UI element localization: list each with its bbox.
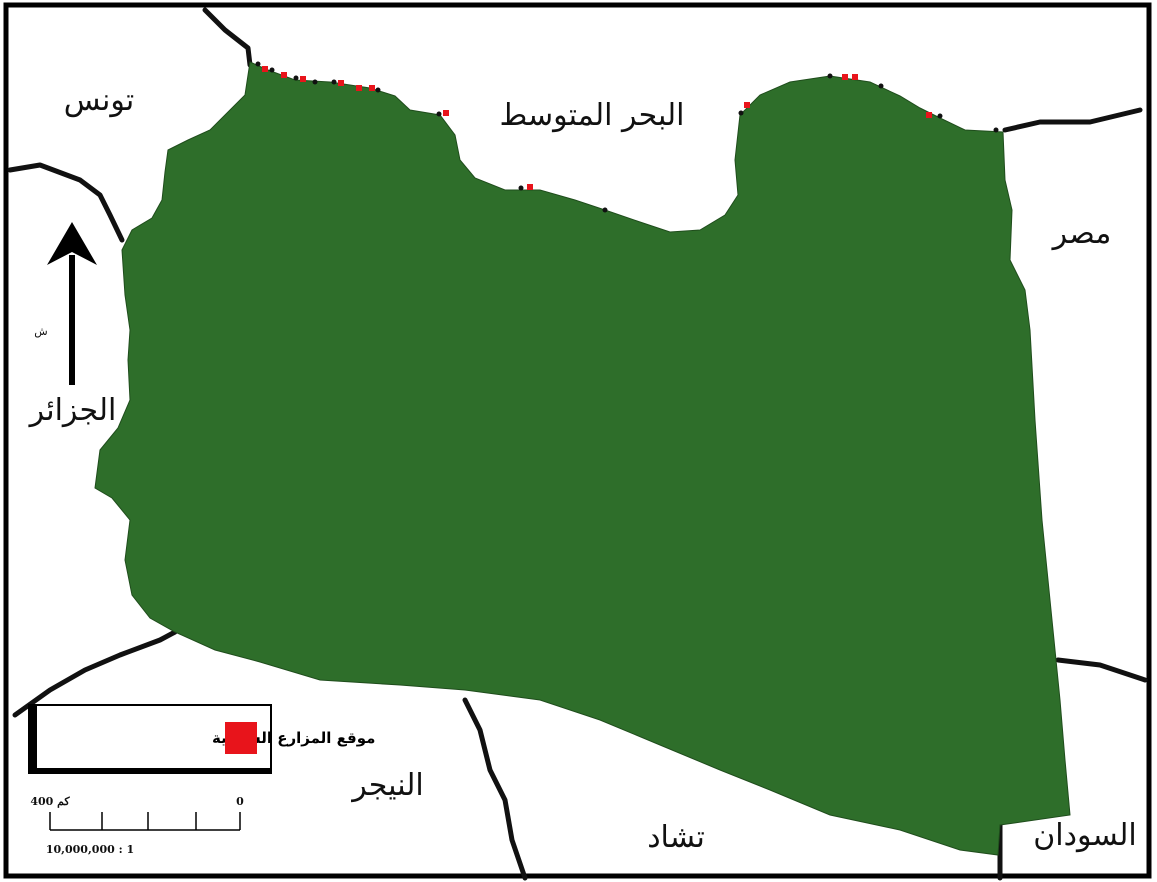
- north-arrow: ش: [34, 222, 97, 385]
- city-point: [518, 185, 524, 191]
- scale-left-label: 400 كم: [30, 795, 70, 808]
- border-niger-chad: [462, 697, 528, 881]
- fish-farm-marker: [281, 72, 287, 78]
- fish-farm-marker: [443, 110, 449, 116]
- country-label-algeria: الجزائر: [28, 393, 117, 428]
- country-label-tunisia: تونس: [64, 83, 134, 118]
- fish-farm-marker: [527, 184, 533, 190]
- city-points: [255, 61, 999, 213]
- north-arrow-head: [47, 222, 97, 265]
- fish-farm-marker: [356, 85, 362, 91]
- fish-farm-marker: [262, 66, 268, 72]
- city-point: [331, 79, 337, 85]
- border-egypt-sudan: [1055, 657, 1148, 683]
- city-point: [293, 75, 299, 81]
- fish-farm-marker: [842, 74, 848, 80]
- city-point: [312, 79, 318, 85]
- legend: موقع المزارع السمكية: [28, 704, 375, 774]
- scale-right-label: 0: [236, 795, 244, 808]
- country-label-egypt: مصر: [1051, 216, 1112, 251]
- north-label: ش: [34, 325, 47, 338]
- fish-farm-marker: [300, 76, 306, 82]
- fish-farm-marker: [852, 74, 858, 80]
- scale-ratio: 10,000,000 : 1: [46, 843, 134, 856]
- fish-farm-marker: [369, 85, 375, 91]
- fish-farm-marker: [338, 80, 344, 86]
- border-tunisia-north: [202, 7, 253, 68]
- city-point: [827, 73, 833, 79]
- legend-box-thick-edge: [29, 705, 37, 773]
- city-point: [878, 83, 884, 89]
- country-label-niger: النيجر: [350, 768, 424, 803]
- scale-bar: 400 كم 0 10,000,000 : 1: [30, 795, 244, 856]
- sea-label: البحر المتوسط: [500, 98, 685, 133]
- legend-marker: [225, 722, 257, 754]
- border-algeria-niger: [12, 629, 178, 718]
- city-point: [436, 111, 442, 117]
- fish-farm-marker: [744, 102, 750, 108]
- city-point: [602, 207, 608, 213]
- fish-farm-marker: [926, 112, 932, 118]
- fish-farm-markers: [262, 66, 932, 190]
- legend-box-bottom-edge: [29, 768, 271, 773]
- borders: [7, 7, 1148, 881]
- libya-landmass: [94, 61, 1071, 856]
- country-label-sudan: السودان: [1033, 818, 1136, 853]
- city-point: [269, 67, 275, 73]
- city-point: [993, 127, 999, 133]
- city-point: [937, 113, 943, 119]
- border-egypt-north: [1002, 107, 1143, 133]
- border-tunisia-algeria: [7, 162, 125, 243]
- city-point: [255, 61, 261, 67]
- city-point: [738, 110, 744, 116]
- country-label-chad: تشاد: [647, 820, 705, 855]
- city-point: [375, 87, 381, 93]
